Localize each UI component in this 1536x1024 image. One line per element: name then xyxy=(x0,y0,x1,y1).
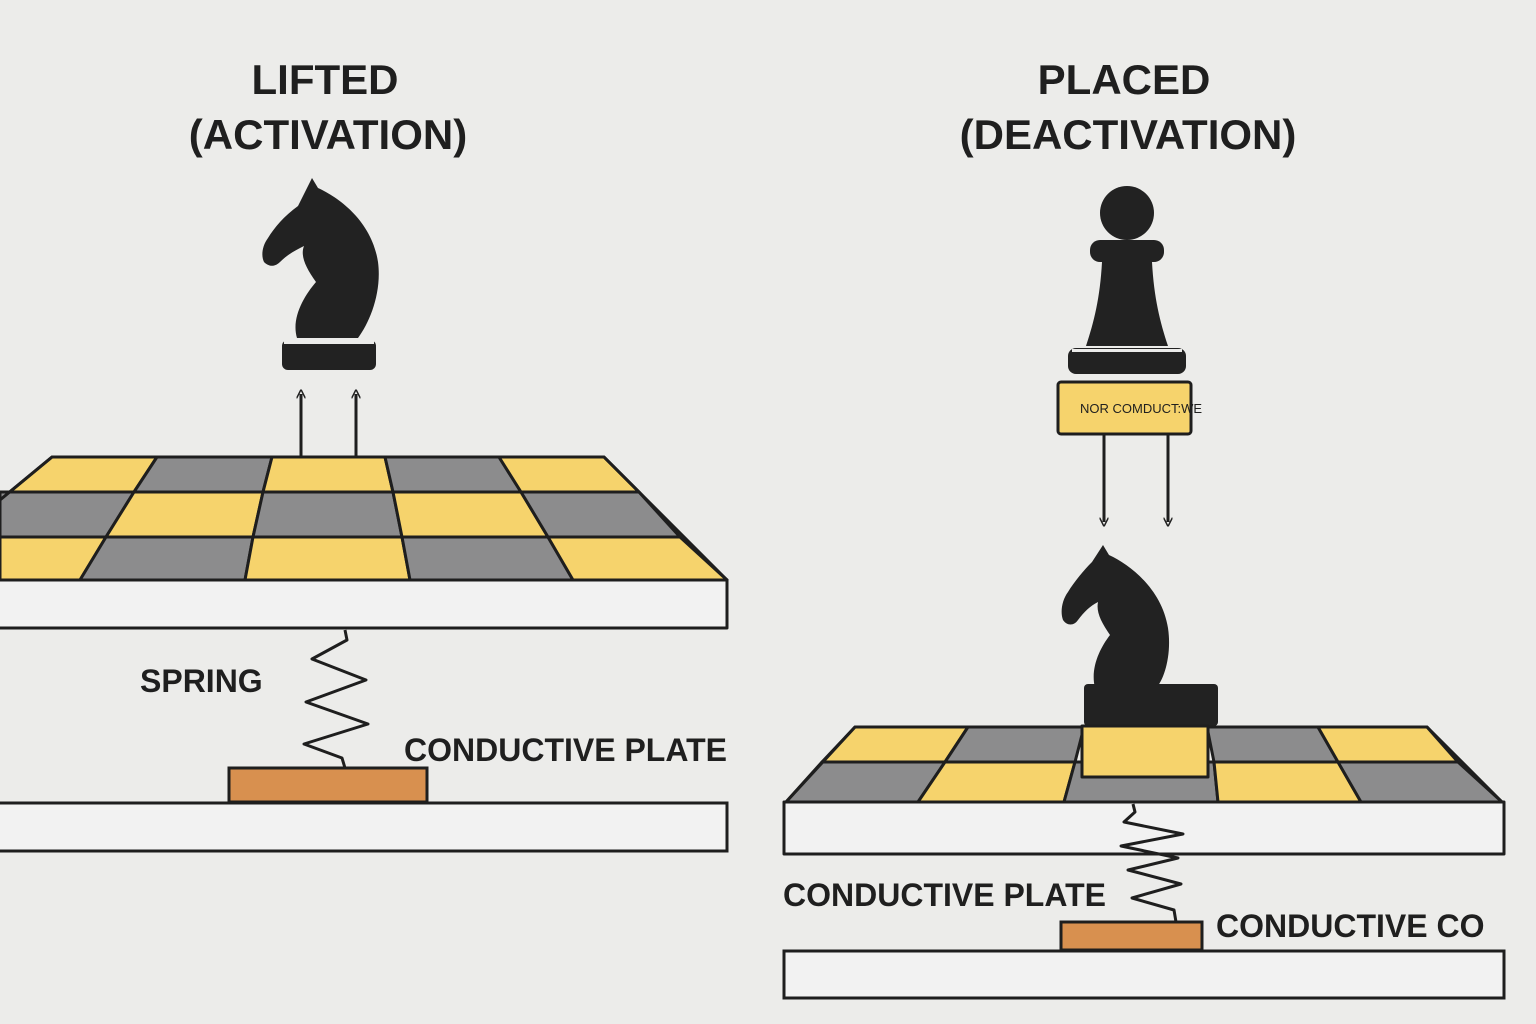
right-base-slab xyxy=(782,949,1506,1000)
left-conductive-plate xyxy=(227,766,429,804)
left-title-line1: LIFTED xyxy=(252,56,399,103)
right-plate-label: CONDUCTIVE PLATE xyxy=(783,877,1106,913)
knight-icon xyxy=(262,178,379,370)
pawn-icon xyxy=(1068,186,1186,374)
right-conductive-plate xyxy=(1059,920,1204,952)
left-title-line2: (ACTIVATION) xyxy=(189,111,467,158)
right-contact-label: CONDUCTIVE CO xyxy=(1216,908,1484,944)
highlighted-square xyxy=(1080,724,1210,779)
non-conductive-label: NOR COMDUCT:WE xyxy=(1080,401,1202,416)
left-base-slab xyxy=(0,801,729,853)
right-chessboard xyxy=(782,724,1506,856)
contact-label-clip-edge xyxy=(1505,905,1536,945)
left-panel: LIFTED (ACTIVATION) xyxy=(0,56,729,853)
spring-label: SPRING xyxy=(140,663,263,699)
non-conductive-base xyxy=(1056,380,1193,436)
right-panel: PLACED (DEACTIVATION) NOR COMDUCT:WE xyxy=(782,56,1536,1000)
left-plate-label: CONDUCTIVE PLATE xyxy=(404,732,727,768)
left-chessboard xyxy=(0,455,729,630)
spring-icon xyxy=(1119,803,1185,923)
right-title-line2: (DEACTIVATION) xyxy=(960,111,1297,158)
right-title-line1: PLACED xyxy=(1038,56,1211,103)
spring-icon xyxy=(302,629,370,769)
knight-icon xyxy=(1061,545,1218,726)
